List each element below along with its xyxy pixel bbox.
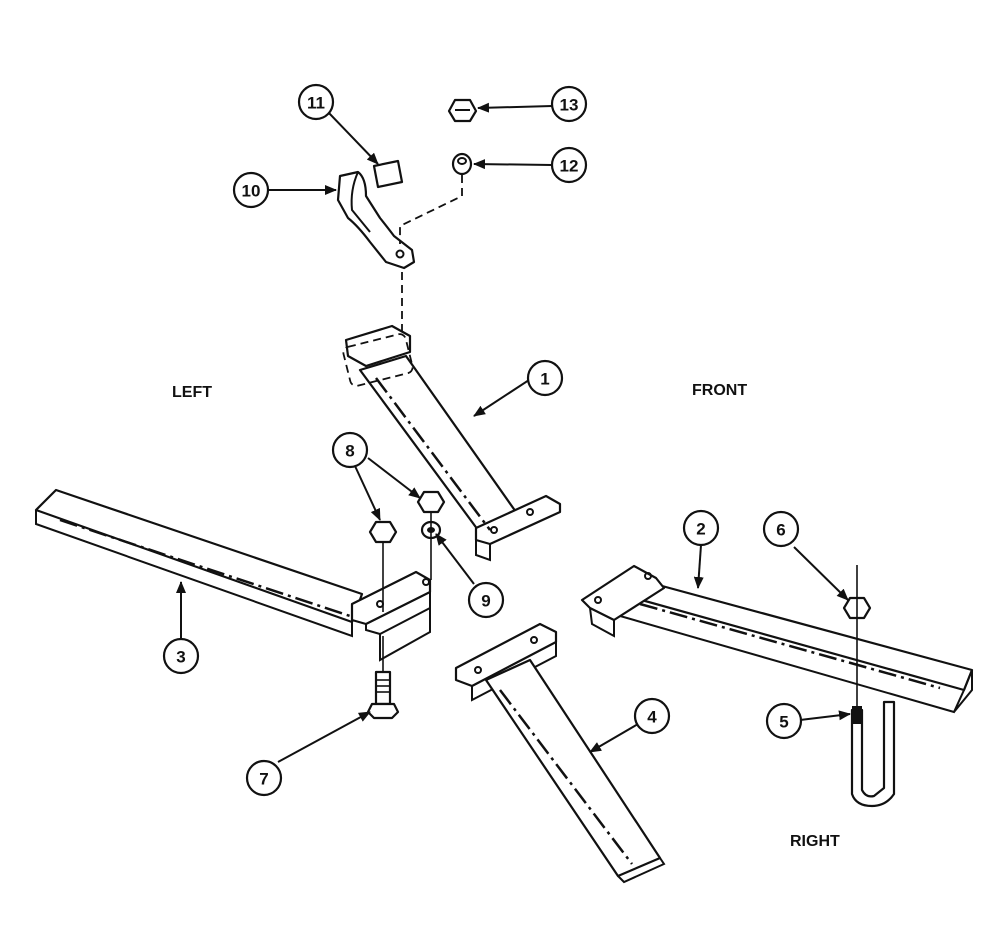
leader-11 (327, 111, 379, 165)
label-front: FRONT (692, 382, 747, 399)
svg-text:7: 7 (259, 770, 268, 789)
label-right: RIGHT (790, 833, 840, 850)
leg-front (342, 324, 562, 562)
leader-7 (277, 711, 371, 763)
svg-text:3: 3 (176, 648, 185, 667)
leader-2 (693, 544, 704, 589)
leader-6 (793, 546, 849, 601)
callout-10: 10 (232, 171, 270, 209)
leader-12 (473, 159, 553, 170)
svg-text:11: 11 (307, 94, 325, 113)
u-bolt (850, 700, 896, 808)
leg-left (34, 488, 432, 662)
leader-5 (799, 710, 851, 721)
decal (372, 159, 404, 189)
svg-text:5: 5 (779, 713, 788, 732)
svg-text:4: 4 (647, 708, 657, 727)
svg-text:9: 9 (481, 592, 490, 611)
callout-9: 9 (467, 581, 505, 619)
nut-left-a (368, 520, 398, 544)
callout-2: 2 (682, 509, 720, 547)
svg-text:6: 6 (776, 521, 785, 540)
svg-text:12: 12 (560, 157, 579, 176)
svg-text:1: 1 (540, 370, 549, 389)
nut-left-b (416, 490, 446, 514)
callout-12: 12 (550, 146, 588, 184)
lock-washer-top (451, 152, 473, 176)
bolt (366, 670, 400, 720)
callout-3: 3 (162, 637, 200, 675)
leader-13 (477, 102, 553, 113)
leg-right (580, 564, 974, 714)
callout-11: 11 (297, 83, 335, 121)
leader-9 (435, 533, 475, 585)
leg-rear (454, 622, 666, 884)
callout-7: 7 (245, 759, 283, 797)
nut-top (447, 98, 478, 123)
callout-13: 13 (550, 85, 588, 123)
svg-text:10: 10 (242, 182, 261, 201)
bracket-plate (336, 170, 416, 270)
leader-8a (354, 465, 381, 521)
callout-1: 1 (526, 359, 564, 397)
assembly-line-top (399, 175, 463, 244)
leader-4 (589, 723, 639, 753)
callout-8: 8 (331, 431, 369, 469)
callout-4: 4 (633, 697, 671, 735)
svg-text:8: 8 (345, 442, 354, 461)
svg-text:2: 2 (696, 520, 705, 539)
callout-6: 6 (762, 510, 800, 548)
label-left: LEFT (172, 384, 212, 401)
svg-text:13: 13 (560, 96, 579, 115)
leader-8b (367, 457, 421, 499)
leader-1 (473, 379, 530, 417)
callout-5: 5 (765, 702, 803, 740)
